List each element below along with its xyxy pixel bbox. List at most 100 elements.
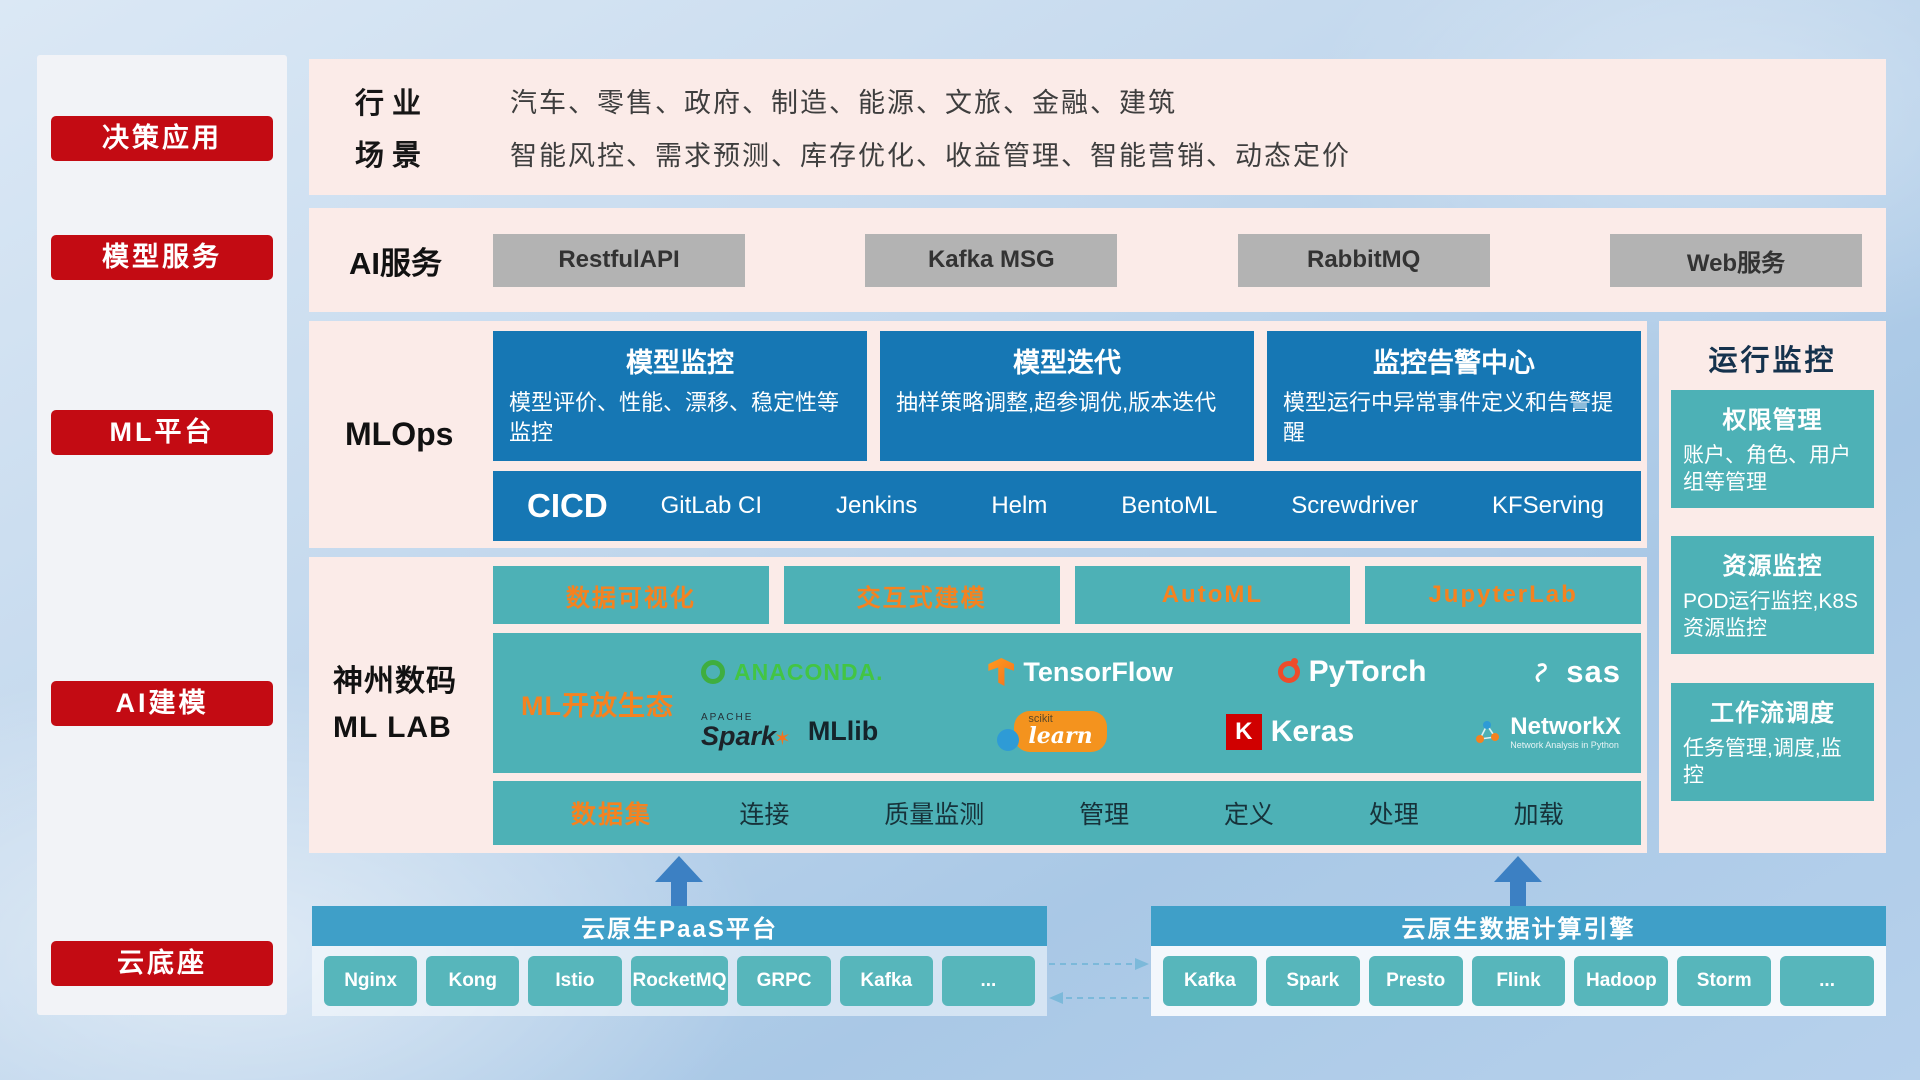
model-monitoring-card: 模型监控 模型评价、性能、漂移、稳定性等监控 xyxy=(493,331,867,461)
ml-lab-tools: 数据可视化 交互式建模 AutoML JupyterLab xyxy=(493,566,1641,624)
engine-presto-button[interactable]: Presto xyxy=(1368,956,1463,1006)
resource-monitoring-card: 资源监控 POD运行监控,K8S资源监控 xyxy=(1671,536,1874,654)
scikit-learn-dot-icon xyxy=(997,728,1020,751)
kong-button[interactable]: Kong xyxy=(426,956,520,1006)
networkx-wordmark: NetworkX Network Analysis in Python xyxy=(1510,712,1621,751)
sidebar-item-decision-apps[interactable]: 决策应用 xyxy=(51,116,273,161)
pytorch-icon xyxy=(1277,658,1300,683)
card-desc: 模型运行中异常事件定义和告警提醒 xyxy=(1283,390,1614,445)
dataset-item-quality: 质量监测 xyxy=(884,801,985,829)
permission-management-card: 权限管理 账户、角色、用户组等管理 xyxy=(1671,390,1874,508)
scenario-value: 智能风控、需求预测、库存优化、收益管理、智能营销、动态定价 xyxy=(510,140,1351,171)
mlops-label: MLOps xyxy=(345,416,454,452)
paas-more-button[interactable]: ... xyxy=(941,956,1035,1006)
cicd-item-jenkins: Jenkins xyxy=(835,492,918,519)
scikit-learn-logo: scikit learn xyxy=(997,711,1107,752)
dataset-item-process: 处理 xyxy=(1368,801,1419,829)
card-desc: 模型评价、性能、漂移、稳定性等监控 xyxy=(509,390,840,445)
cicd-item-screwdriver: Screwdriver xyxy=(1291,492,1418,519)
ml-lab-label-line1: 神州数码 xyxy=(333,664,457,698)
card-desc: 抽样策略调整,超参调优,版本迭代 xyxy=(896,390,1217,415)
cicd-items: GitLab CI Jenkins Helm BentoML Screwdriv… xyxy=(624,492,1641,520)
data-flow-arrows xyxy=(1049,958,1149,1004)
mlops-cards: 模型监控 模型评价、性能、漂移、稳定性等监控 模型迭代 抽样策略调整,超参调优,… xyxy=(493,331,1641,461)
card-desc: POD运行监控,K8S资源监控 xyxy=(1683,590,1859,641)
kafka-msg-button[interactable]: Kafka MSG xyxy=(865,233,1118,287)
dataset-items: 连接 质量监测 管理 定义 处理 加载 xyxy=(692,795,1611,831)
engine-hadoop-button[interactable]: Hadoop xyxy=(1574,956,1669,1006)
jupyterlab-button[interactable]: JupyterLab xyxy=(1365,566,1641,624)
runtime-monitor-title: 运行监控 xyxy=(1708,345,1837,377)
ml-ecosystem-label: ML开放生态 xyxy=(521,690,674,721)
grpc-button[interactable]: GRPC xyxy=(737,956,831,1006)
spark-star-icon: ✶ xyxy=(774,728,791,750)
dataset-item-manage: 管理 xyxy=(1079,801,1130,829)
card-desc: 账户、角色、用户组等管理 xyxy=(1683,444,1851,495)
data-compute-engine-components: Kafka Spark Presto Flink Hadoop Storm ..… xyxy=(1151,946,1886,1016)
cicd-bar: CICD GitLab CI Jenkins Helm BentoML Scre… xyxy=(493,471,1641,541)
model-iteration-card: 模型迭代 抽样策略调整,超参调优,版本迭代 xyxy=(880,331,1254,461)
istio-button[interactable]: Istio xyxy=(528,956,622,1006)
sas-logo: sas xyxy=(1531,654,1621,690)
industry-row: 行业 汽车、零售、政府、制造、能源、文旅、金融、建筑 xyxy=(355,80,1886,122)
card-title: 权限管理 xyxy=(1722,407,1823,434)
engine-flink-button[interactable]: Flink xyxy=(1471,956,1566,1006)
engine-storm-button[interactable]: Storm xyxy=(1677,956,1772,1006)
data-compute-engine-group: 云原生数据计算引擎 Kafka Spark Presto Flink Hadoo… xyxy=(1151,906,1886,1016)
card-title: 工作流调度 xyxy=(1710,700,1835,727)
scenario-row: 场景 智能风控、需求预测、库存优化、收益管理、智能营销、动态定价 xyxy=(355,132,1886,174)
anaconda-wordmark: ANACONDA. xyxy=(734,658,884,685)
keras-wordmark: Keras xyxy=(1270,714,1355,748)
cicd-item-bentoml: BentoML xyxy=(1121,492,1218,519)
dataset-item-connect: 连接 xyxy=(739,801,790,829)
pytorch-wordmark: PyTorch xyxy=(1308,655,1427,688)
left-category-panel: 决策应用 模型服务 ML平台 AI建模 云底座 xyxy=(37,55,287,1015)
sidebar-item-ml-platform[interactable]: ML平台 xyxy=(51,410,273,455)
ml-lab-label: 神州数码 ML LAB xyxy=(333,557,457,853)
spark-mllib-logo: APACHE Spark✶ MLlib xyxy=(701,713,878,750)
ml-lab-panel: 神州数码 ML LAB 数据可视化 交互式建模 AutoML JupyterLa… xyxy=(309,557,1647,853)
automl-button[interactable]: AutoML xyxy=(1074,566,1351,624)
networkx-icon xyxy=(1476,720,1500,743)
sidebar-item-model-service[interactable]: 模型服务 xyxy=(51,235,273,280)
cloud-paas-group: 云原生PaaS平台 Nginx Kong Istio RocketMQ GRPC… xyxy=(312,906,1047,1016)
sas-icon xyxy=(1535,663,1548,683)
tensorflow-icon xyxy=(988,658,1015,686)
cloud-paas-components: Nginx Kong Istio RocketMQ GRPC Kafka ... xyxy=(312,946,1047,1016)
kafka-button[interactable]: Kafka xyxy=(839,956,933,1006)
engine-spark-button[interactable]: Spark xyxy=(1265,956,1360,1006)
spark-apache-text: APACHE xyxy=(701,712,754,723)
sidebar-item-cloud-base[interactable]: 云底座 xyxy=(51,941,273,986)
scenario-label: 场景 xyxy=(355,140,430,173)
sidebar-item-ai-modeling[interactable]: AI建模 xyxy=(51,681,273,726)
interactive-modeling-button[interactable]: 交互式建模 xyxy=(783,566,1060,624)
dataset-bar: 数据集 连接 质量监测 管理 定义 处理 加载 xyxy=(493,781,1641,845)
dataset-item-load: 加载 xyxy=(1513,801,1564,829)
cloud-paas-title: 云原生PaaS平台 xyxy=(312,906,1047,946)
card-title: 监控告警中心 xyxy=(1373,348,1535,378)
nginx-button[interactable]: Nginx xyxy=(324,956,418,1006)
card-title: 模型迭代 xyxy=(1013,348,1121,378)
engine-kafka-button[interactable]: Kafka xyxy=(1163,956,1257,1006)
ai-service-buttons: RestfulAPI Kafka MSG RabbitMQ Web服务 xyxy=(493,208,1862,312)
mlops-panel: MLOps 模型监控 模型评价、性能、漂移、稳定性等监控 模型迭代 抽样策略调整… xyxy=(309,321,1647,548)
cicd-item-kfserving: KFServing xyxy=(1491,492,1604,519)
rocketmq-button[interactable]: RocketMQ xyxy=(630,956,729,1006)
engine-more-button[interactable]: ... xyxy=(1780,956,1875,1006)
ai-service-label: AI服务 xyxy=(349,245,442,281)
ecosystem-logos: ANACONDA. TensorFlow PyTorch sa xyxy=(701,633,1621,773)
alert-center-card: 监控告警中心 模型运行中异常事件定义和告警提醒 xyxy=(1267,331,1641,461)
data-visualization-button[interactable]: 数据可视化 xyxy=(493,566,769,624)
networkx-logo: NetworkX Network Analysis in Python xyxy=(1473,713,1621,751)
spark-wordmark: APACHE Spark✶ xyxy=(701,712,791,751)
ai-service-panel: AI服务 RestfulAPI Kafka MSG RabbitMQ Web服务 xyxy=(309,208,1886,312)
industry-scenario-panel: 行业 汽车、零售、政府、制造、能源、文旅、金融、建筑 场景 智能风控、需求预测、… xyxy=(309,59,1886,195)
card-title: 模型监控 xyxy=(626,348,734,378)
cicd-label: CICD xyxy=(527,487,608,524)
industry-value: 汽车、零售、政府、制造、能源、文旅、金融、建筑 xyxy=(510,88,1177,119)
restfulapi-button[interactable]: RestfulAPI xyxy=(493,233,745,287)
web-service-button[interactable]: Web服务 xyxy=(1609,233,1862,287)
pytorch-logo: PyTorch xyxy=(1277,655,1427,689)
rabbitmq-button[interactable]: RabbitMQ xyxy=(1237,233,1490,287)
